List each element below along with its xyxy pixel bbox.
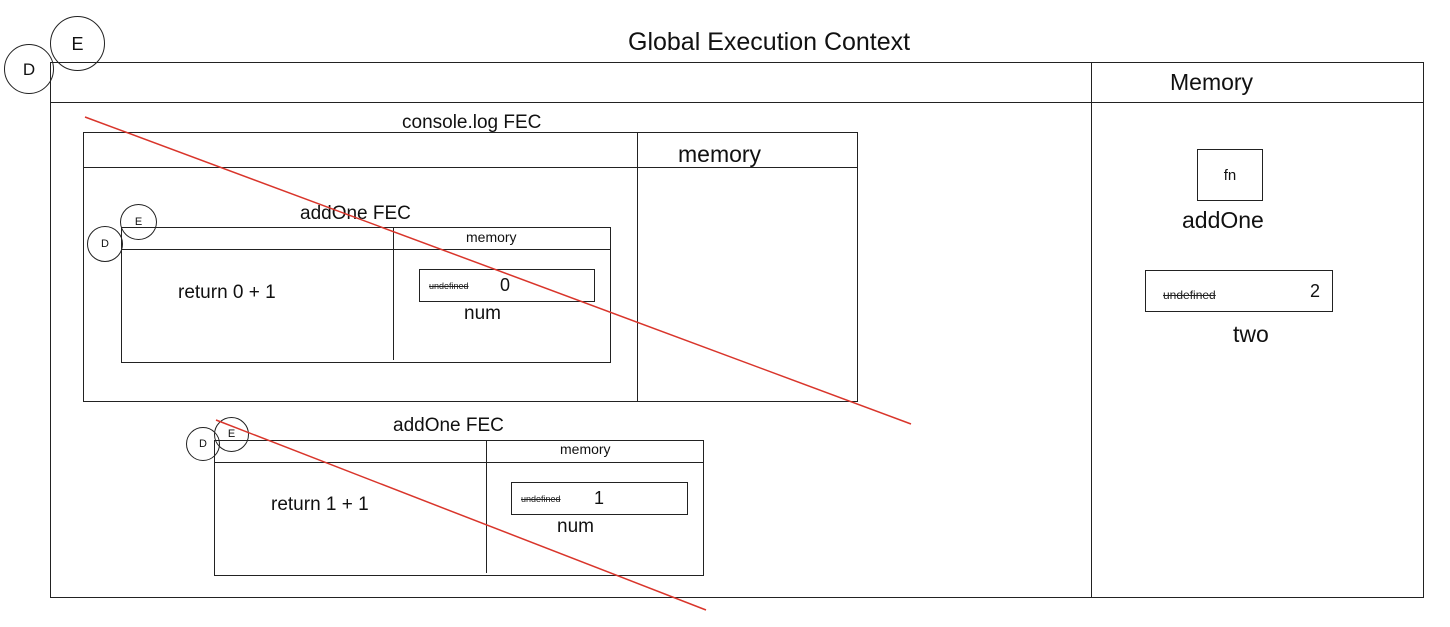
global-memory-label: Memory: [1170, 69, 1254, 95]
addone-fec-1-code: return 0 + 1: [178, 282, 276, 303]
fn-box-label: fn: [1223, 166, 1237, 184]
fn-box: fn: [1197, 149, 1263, 201]
addone-fec-2-var-name: num: [557, 516, 594, 537]
global-e-label: E: [71, 33, 84, 54]
addone-fec-2-d-label: D: [199, 437, 207, 450]
addone-fec-1-memory-label: memory: [466, 229, 517, 245]
global-d-label: D: [22, 59, 36, 79]
addone-fec-1-var-name: num: [464, 303, 501, 324]
global-e-circle: E: [50, 16, 105, 71]
addone-fec-1-value: 0: [500, 275, 511, 295]
two-old-value: undefined: [1163, 288, 1216, 302]
global-d-circle: D: [4, 44, 54, 94]
addone-fec-1-memory-divider: [393, 227, 394, 360]
addone-fec-2-value: 1: [594, 488, 605, 508]
global-memory-divider: [1091, 62, 1092, 598]
addone-fec-1-d-label: D: [101, 237, 109, 250]
global-context-frame: [50, 62, 1424, 598]
addone-fec-2-old-value: undefined: [521, 494, 561, 504]
console-fec-header-divider: [83, 167, 858, 168]
console-fec-memory-label: memory: [678, 141, 762, 167]
addone-fec-2-e-circle: E: [214, 417, 249, 452]
addone-fec-1-d-circle: D: [87, 226, 123, 262]
addone-fec-2-e-label: E: [227, 428, 236, 440]
addone-fec-1-title: addOne FEC: [300, 203, 411, 224]
addone-fec-1-old-value: undefined: [429, 281, 469, 291]
addone-fec-2-header-divider: [214, 462, 704, 463]
addone-fec-2-memory-divider: [486, 440, 487, 573]
console-fec-title: console.log FEC: [402, 112, 542, 133]
two-value-box: [1145, 270, 1333, 312]
console-fec-memory-divider: [637, 132, 638, 402]
two-value: 2: [1310, 281, 1321, 301]
addone-fec-1-header-divider: [121, 249, 611, 250]
addone-fec-1-e-circle: E: [120, 204, 157, 240]
global-header-divider: [50, 102, 1424, 103]
addone-fec-1-e-label: E: [134, 215, 143, 228]
addone-fec-2-memory-label: memory: [560, 441, 611, 457]
addone-fec-2-code: return 1 + 1: [271, 494, 369, 515]
two-var-name: two: [1233, 321, 1269, 347]
global-context-title: Global Execution Context: [628, 28, 911, 56]
addone-fec-2-title: addOne FEC: [393, 415, 504, 436]
addone-var-name: addOne: [1182, 207, 1264, 233]
